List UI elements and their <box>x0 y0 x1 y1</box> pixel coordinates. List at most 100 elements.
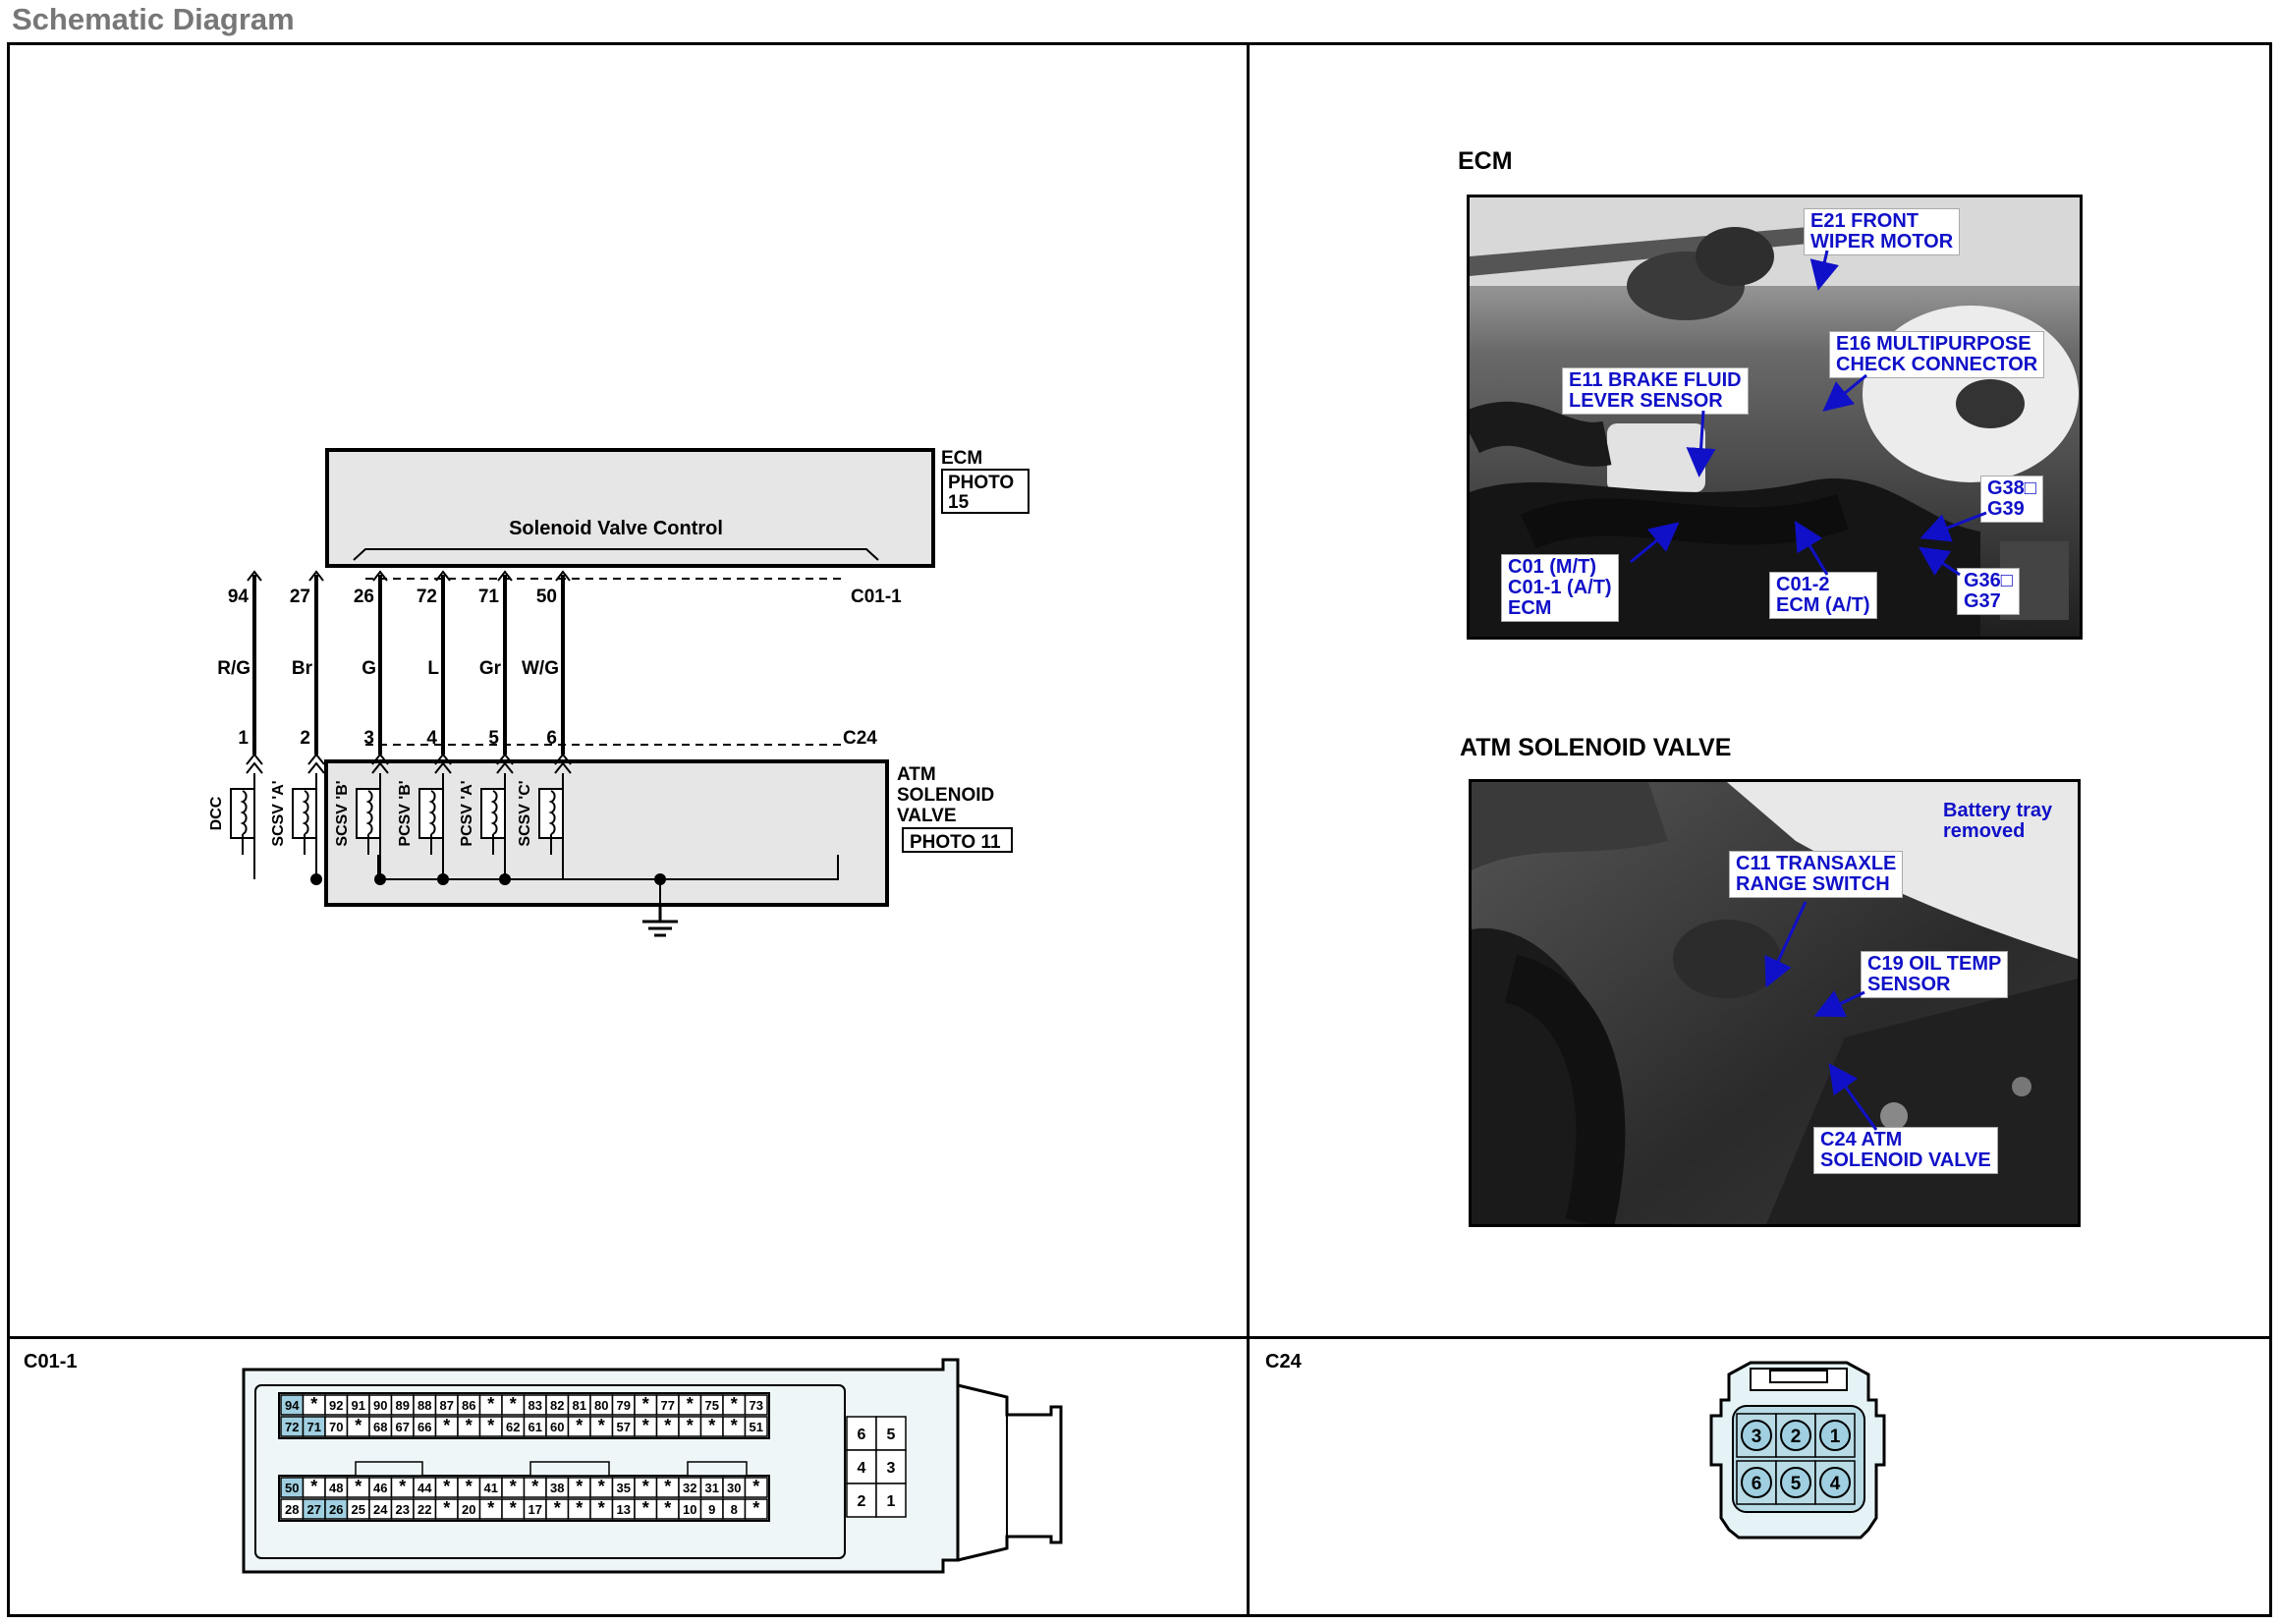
pin-number: 61 <box>529 1420 542 1434</box>
pin-number: 83 <box>529 1398 542 1413</box>
atm-photo-title: ATM SOLENOID VALVE <box>1460 734 1732 761</box>
pin-number: 48 <box>329 1481 343 1495</box>
pin-number: * <box>752 1477 759 1496</box>
pin-number: 44 <box>417 1481 432 1495</box>
panel-divider-horizontal <box>7 1336 2272 1339</box>
c01-key <box>687 1461 748 1477</box>
c24-pin-number: 6 <box>1752 1474 1762 1494</box>
ecm-location-photo <box>1467 195 2083 640</box>
side-pin-number: 5 <box>887 1427 896 1443</box>
coil-winding <box>302 790 309 835</box>
wire-color-label: Br <box>292 658 313 679</box>
pin-number: * <box>731 1416 738 1435</box>
pin-number: 23 <box>396 1502 410 1517</box>
ecm-photo-title: ECM <box>1458 147 1513 175</box>
pin-number: 17 <box>529 1502 542 1517</box>
side-pin-number: 3 <box>887 1460 896 1477</box>
ecm-pin-number: 26 <box>354 587 374 607</box>
side-pin-number: 4 <box>858 1460 866 1477</box>
pin-number: 77 <box>661 1398 675 1413</box>
ecm-pin-number: 94 <box>228 587 250 607</box>
pin-number: 92 <box>329 1398 343 1413</box>
valve-pin-number: 1 <box>238 728 249 749</box>
pin-number: 62 <box>506 1420 520 1434</box>
pin-number: 8 <box>731 1502 738 1517</box>
pin-number: * <box>399 1477 406 1496</box>
c24-pin-number: 3 <box>1752 1427 1762 1447</box>
pin-number: * <box>664 1416 671 1435</box>
pin-number: 20 <box>462 1502 475 1517</box>
ecm-pin-number: 72 <box>417 587 437 607</box>
pin-number: 22 <box>417 1502 431 1517</box>
c01-key <box>529 1461 610 1477</box>
pin-number: * <box>443 1498 450 1518</box>
pin-number: 38 <box>550 1481 564 1495</box>
pin-number: * <box>487 1498 494 1518</box>
pin-number: 87 <box>440 1398 454 1413</box>
pin-number: 71 <box>307 1420 321 1434</box>
ground-icon <box>642 920 678 937</box>
callout-c11: C11 TRANSAXLE RANGE SWITCH <box>1729 851 1904 898</box>
pin-number: 94 <box>285 1398 300 1413</box>
pin-number: 57 <box>617 1420 631 1434</box>
wire-color-label: R/G <box>217 658 250 679</box>
wire-line <box>435 570 451 582</box>
pin-number: 30 <box>727 1481 741 1495</box>
wire-line <box>497 570 513 582</box>
pin-number: 41 <box>484 1481 498 1495</box>
pin-number: 24 <box>373 1502 388 1517</box>
callout-c19: C19 OIL TEMP SENSOR <box>1861 951 2009 998</box>
ground-bus <box>377 855 839 880</box>
pin-number: 82 <box>550 1398 564 1413</box>
pin-number: 51 <box>750 1420 763 1434</box>
pin-number: 90 <box>373 1398 387 1413</box>
pin-number: * <box>664 1477 671 1496</box>
pin-number: 68 <box>373 1420 387 1434</box>
pin-number: * <box>510 1498 517 1518</box>
bus-label: Solenoid Valve Control <box>509 518 723 539</box>
ecm-connector-label: C01-1 <box>851 587 902 607</box>
side-pin-cell <box>846 1449 877 1484</box>
pin-number: 79 <box>617 1398 631 1413</box>
valve-photo-ref: PHOTO 11 <box>910 832 1001 853</box>
pin-number: * <box>355 1416 362 1435</box>
ecm-label: ECM <box>941 448 982 469</box>
panel-divider-vertical <box>1247 42 1250 1617</box>
pin-number: 72 <box>285 1420 299 1434</box>
pin-number: 26 <box>329 1502 343 1517</box>
pin-number: 88 <box>417 1398 431 1413</box>
wire-line <box>371 761 389 774</box>
callout-battery-tray: Battery tray removed <box>1943 800 2053 842</box>
callout-e21: E21 FRONT WIPER MOTOR <box>1804 208 1961 255</box>
wire-color-label: L <box>427 658 439 679</box>
wire-line <box>372 570 388 582</box>
pin-number: 75 <box>705 1398 719 1413</box>
callout-c24: C24 ATM SOLENOID VALVE <box>1813 1127 1998 1174</box>
pin-cell <box>744 1477 768 1498</box>
pin-number: * <box>310 1477 317 1496</box>
pin-number: 13 <box>617 1502 631 1517</box>
pin-number: * <box>752 1498 759 1518</box>
c24-connector-label: C24 <box>1265 1351 1302 1372</box>
ecm-pin-number: 50 <box>536 587 557 607</box>
pin-number: * <box>642 1477 649 1496</box>
pin-number: * <box>443 1416 450 1435</box>
pin-cell <box>744 1498 768 1520</box>
pin-number: 35 <box>617 1481 631 1495</box>
pin-number: 89 <box>396 1398 410 1413</box>
coil-winding <box>240 790 248 835</box>
valve-pin-number: 6 <box>546 728 557 749</box>
wire-line <box>496 761 514 774</box>
wire-line <box>247 570 262 582</box>
wire-color-label: G <box>362 658 376 679</box>
wire-color-label: Gr <box>479 658 502 679</box>
pin-number: * <box>642 1498 649 1518</box>
side-pin-number: 1 <box>887 1493 896 1510</box>
pin-number: 60 <box>550 1420 564 1434</box>
pin-number: 27 <box>307 1502 321 1517</box>
callout-c01: C01 (M/T) C01-1 (A/T) ECM <box>1501 554 1619 622</box>
pin-number: * <box>642 1394 649 1414</box>
c24-pin <box>1819 1467 1851 1498</box>
